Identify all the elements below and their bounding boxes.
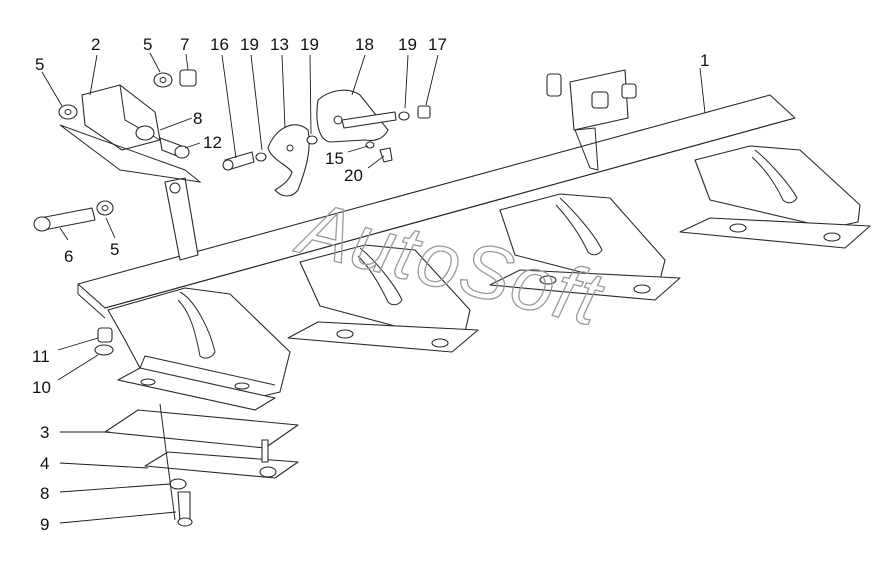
callout-9: 9 xyxy=(40,515,49,534)
callout-15: 15 xyxy=(325,149,344,168)
callout-18: 18 xyxy=(355,35,374,54)
callout-6: 6 xyxy=(64,247,73,266)
bracket-plate xyxy=(306,89,431,163)
leader-lines xyxy=(41,52,706,524)
callout-19c: 19 xyxy=(398,35,417,54)
callout-numbers: 1 2 5 5 7 8 12 16 19 13 19 18 19 17 15 2… xyxy=(32,35,709,534)
hardware-lower-left xyxy=(94,327,299,527)
share-bracket-2 xyxy=(287,244,479,353)
callout-19b: 19 xyxy=(300,35,319,54)
main-beam xyxy=(77,94,796,319)
share-bracket-3 xyxy=(489,193,681,301)
clamp-plate xyxy=(59,84,202,183)
callout-13: 13 xyxy=(270,35,289,54)
callout-2: 2 xyxy=(91,35,100,54)
callout-5b: 5 xyxy=(143,35,152,54)
callout-16: 16 xyxy=(210,35,229,54)
callout-5c: 5 xyxy=(110,240,119,259)
share-bracket-4 xyxy=(679,145,871,249)
callout-7: 7 xyxy=(180,35,189,54)
callout-5a: 5 xyxy=(35,55,44,74)
callout-10: 10 xyxy=(32,378,51,397)
callout-12: 12 xyxy=(203,133,222,152)
callout-3: 3 xyxy=(40,423,49,442)
callout-19a: 19 xyxy=(240,35,259,54)
callout-11: 11 xyxy=(32,347,50,366)
callout-4: 4 xyxy=(40,454,49,473)
callout-17: 17 xyxy=(428,35,447,54)
left-post xyxy=(164,177,199,261)
hook-plate xyxy=(222,124,310,197)
pin-and-washer xyxy=(33,200,114,232)
callout-20: 20 xyxy=(344,166,363,185)
callout-1: 1 xyxy=(700,51,709,70)
share-bracket-1 xyxy=(107,287,291,411)
callout-8b: 8 xyxy=(40,484,49,503)
hardware-upper-left xyxy=(58,69,197,159)
callout-8a: 8 xyxy=(193,109,202,128)
mast-assembly xyxy=(546,69,637,171)
